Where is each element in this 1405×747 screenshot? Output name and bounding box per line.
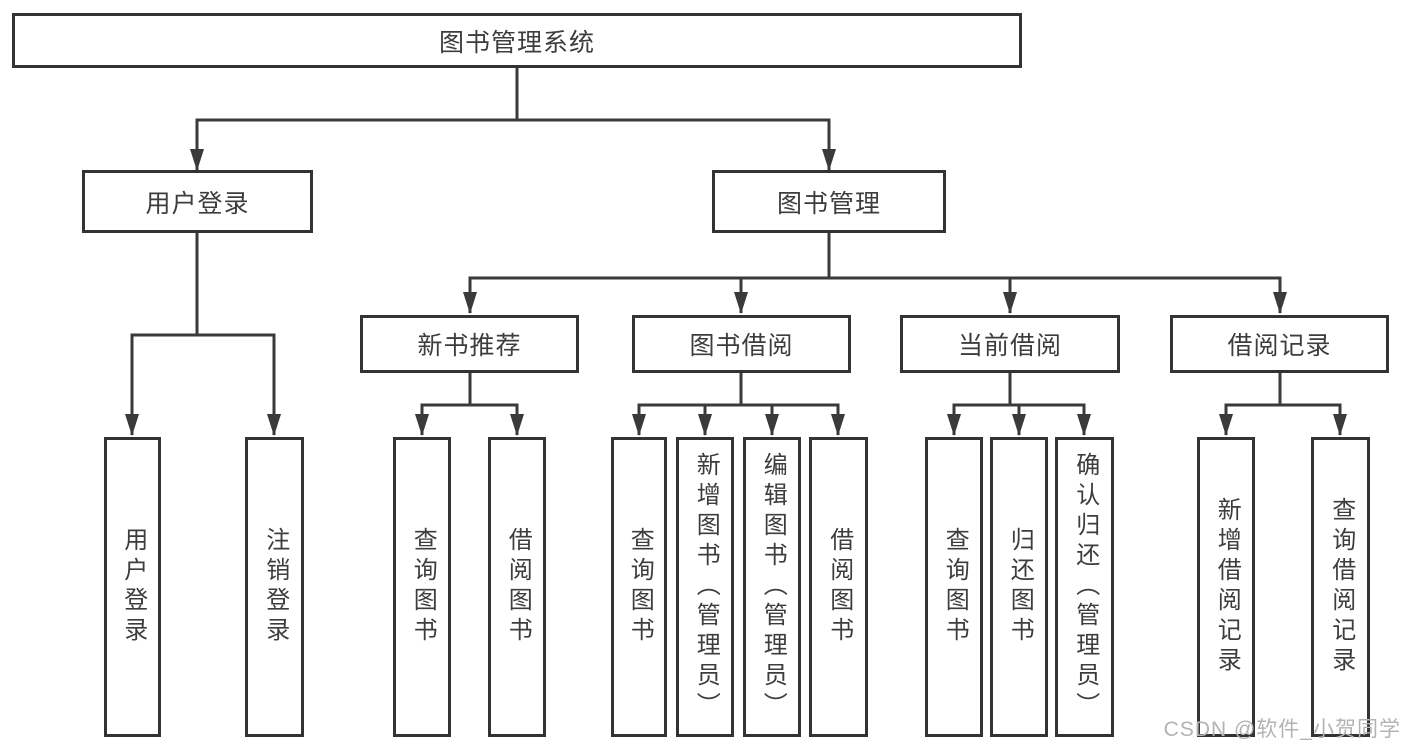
csdn-watermark: CSDN @软件_小贺同学 [1163,718,1401,741]
leaf-query-book-borrow: 查询图书 [611,437,667,737]
node-book-management: 图书管理 [712,170,946,233]
edge-book-mgmt-split [468,233,1282,280]
node-borrow-records: 借阅记录 [1170,315,1389,373]
leaf-add-book-admin-label: 新增图书（管理员） [692,452,720,722]
leaf-query-book-recommend-label: 查询图书 [409,527,437,647]
leaf-edit-book-admin-label: 编辑图书（管理员） [759,452,787,722]
leaf-user-login-label: 用户登录 [119,527,147,647]
leaf-borrow-book: 借阅图书 [809,437,868,737]
edge-root-split [195,68,831,122]
node-library-system: 图书管理系统 [12,13,1022,68]
leaf-add-borrow-record-label: 新增借阅记录 [1213,497,1241,677]
edge-borrow-split [637,373,840,407]
leaf-logout-label: 注销登录 [261,527,289,647]
leaf-confirm-return-admin: 确认归还（管理员） [1055,437,1114,737]
node-user-login: 用户登录 [82,170,313,233]
leaf-query-book-current: 查询图书 [925,437,983,737]
leaf-query-borrow-record-label: 查询借阅记录 [1327,497,1355,677]
edge-current-split [952,373,1086,407]
leaf-edit-book-admin: 编辑图书（管理员） [743,437,801,737]
leaf-confirm-return-admin-label: 确认归还（管理员） [1071,452,1099,722]
leaf-borrow-book-recommend: 借阅图书 [488,437,546,737]
node-current-borrow: 当前借阅 [900,315,1120,373]
leaf-user-login: 用户登录 [104,437,161,737]
leaf-return-book-label: 归还图书 [1006,527,1034,647]
leaf-query-book-borrow-label: 查询图书 [626,527,654,647]
edge-recommend-split [420,373,519,407]
leaf-add-book-admin: 新增图书（管理员） [676,437,734,737]
leaf-add-borrow-record: 新增借阅记录 [1197,437,1255,737]
leaf-borrow-book-recommend-label: 借阅图书 [504,527,532,647]
node-new-book-recommend: 新书推荐 [360,315,579,373]
leaf-logout: 注销登录 [245,437,304,737]
leaf-query-book-recommend: 查询图书 [393,437,451,737]
leaf-return-book: 归还图书 [990,437,1048,737]
node-book-borrow: 图书借阅 [632,315,851,373]
edge-user-login-split [130,233,276,337]
leaf-borrow-book-label: 借阅图书 [825,527,853,647]
edge-records-split [1224,373,1342,407]
leaf-query-borrow-record: 查询借阅记录 [1311,437,1370,737]
leaf-query-book-current-label: 查询图书 [941,527,969,647]
